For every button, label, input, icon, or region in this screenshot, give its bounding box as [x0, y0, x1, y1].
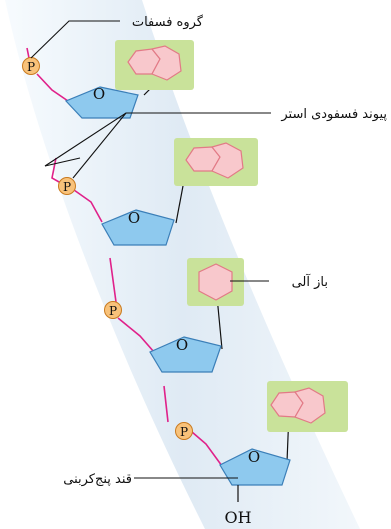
backbone-segment — [73, 189, 103, 223]
sugar-pentagon-icon — [101, 209, 175, 246]
ring-oxygen-label: O — [93, 85, 105, 103]
phosphate-3: P — [104, 301, 122, 319]
nucleotide-1: O — [64, 40, 194, 119]
phosphodiester-bond-label: پیوند فسفودی استر — [280, 107, 387, 122]
pentose-sugar-label: قند پنج‌کربنی — [63, 472, 132, 487]
nucleotide-4: O OH — [219, 381, 348, 527]
phosphate-circle-icon — [175, 422, 193, 440]
sugar-pentagon-icon — [219, 448, 291, 486]
hydroxyl-label: OH — [224, 508, 251, 527]
nucleotide-2: O — [101, 138, 258, 246]
phosphodiester-bond-tick — [44, 157, 81, 167]
base-label: باز آلی — [292, 273, 328, 290]
backbone-segment — [109, 257, 117, 303]
base-stem — [175, 185, 184, 224]
phosphate-2: P — [58, 177, 76, 195]
phosphate-label: P — [63, 180, 71, 194]
phosphate-group-leader — [30, 20, 120, 59]
sugar-pentagon-icon — [149, 336, 222, 373]
phosphate-circle-icon — [58, 177, 76, 195]
sugar-phosphate-backbone — [26, 47, 223, 467]
ring-oxygen-label: O — [248, 448, 260, 466]
phosphate-group-label: گروه فسفات — [132, 14, 204, 30]
sugar-pentagon-icon — [64, 86, 139, 119]
nucleotide-3: O — [149, 258, 244, 373]
phosphate-1: P — [22, 57, 40, 75]
phosphodiester-leader-lower — [72, 112, 127, 179]
phosphate-circle-icon — [104, 301, 122, 319]
ring-oxygen-label: O — [176, 336, 188, 354]
phosphate-label: P — [180, 425, 188, 439]
backbone-segment — [117, 317, 155, 353]
purine-base-ring — [210, 142, 244, 179]
purine-base-ring — [294, 387, 326, 424]
phosphate-label: P — [109, 304, 117, 318]
backbone-segment — [191, 431, 223, 467]
backbone-segment — [163, 385, 169, 423]
phosphate-label: P — [27, 60, 35, 74]
purine-base-ring — [150, 45, 182, 81]
backbone-segment — [36, 73, 69, 102]
leader-lines — [30, 20, 271, 479]
ring-oxygen-label: O — [128, 209, 140, 227]
phosphate-4: P — [175, 422, 193, 440]
pyrimidine-base-icon — [198, 263, 233, 301]
